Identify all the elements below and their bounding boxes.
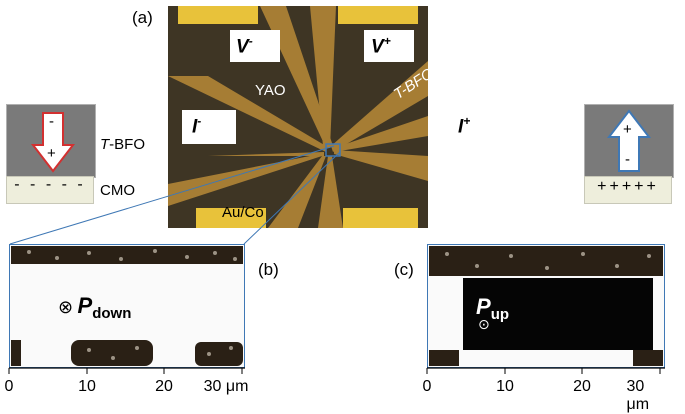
panel-c-tick-10: 10: [496, 378, 514, 395]
panel-c-image: [427, 244, 665, 368]
panel-c-label: (c): [394, 260, 414, 279]
device-micrograph: [168, 6, 428, 228]
gold-pad-bottom-left: [196, 208, 266, 228]
top-contact-region: [11, 246, 243, 264]
up-arrow-icon: [606, 109, 652, 172]
p-up-label: Pup: [476, 294, 510, 323]
bottom-contact-right: [195, 342, 243, 366]
i-minus-label: I-: [192, 114, 202, 138]
right-substrate-charges: +++++: [597, 178, 659, 195]
panel-a-label: (a): [132, 8, 153, 27]
right-arrow-top-sign: +: [623, 121, 632, 138]
panel-c-axis: [426, 367, 665, 374]
v-plus-pad: [364, 30, 414, 62]
panel-b-image: [9, 244, 245, 368]
electrode-leads: [168, 6, 428, 228]
panel-b-tick-0: 0: [4, 378, 14, 395]
right-arrow-bottom-sign: -: [625, 151, 630, 168]
panel-c-tick-30: 30 μm: [626, 378, 650, 413]
left-schematic-substrate: [6, 176, 94, 204]
i-minus-pad: [182, 110, 236, 144]
contact-label: Au/Co: [222, 204, 264, 221]
panel-b-tick-20: 20: [155, 378, 173, 395]
v-minus-pad: [230, 30, 280, 62]
panel-b-axis: [8, 367, 245, 374]
cmo-label: CMO: [100, 182, 135, 199]
panel-c-tick-0: 0: [422, 378, 432, 395]
gold-pad-top-left: [178, 6, 258, 24]
v-plus-label: V+: [371, 34, 391, 58]
i-plus-pad: [446, 104, 504, 144]
right-schematic-substrate: [584, 176, 672, 204]
gold-pad-top-right: [338, 6, 418, 24]
top-contact-region-c: [429, 246, 663, 276]
panel-b-label: (b): [258, 260, 279, 279]
left-substrate-charges: - - - - -: [14, 176, 86, 193]
v-minus-label: V-: [236, 34, 253, 58]
yao-label: YAO: [255, 82, 286, 99]
panel-b-tick-30: 30 μm: [203, 378, 249, 395]
t-bfo-label: T-BFO: [100, 136, 146, 153]
cross-in-circle-icon: ⊗: [58, 297, 74, 317]
panel-c-tick-20: 20: [573, 378, 591, 395]
zoom-lines: [9, 145, 341, 245]
i-plus-label: I+: [458, 114, 471, 138]
dot-in-circle-icon: ⊙: [478, 316, 490, 332]
p-down-label: ⊗ Pdown: [58, 293, 132, 322]
bottom-contact-middle: [71, 340, 153, 366]
left-schematic-film: - +: [6, 104, 96, 178]
switched-domain: [463, 278, 653, 350]
device-region-marker: [325, 143, 341, 157]
down-arrow-icon: [30, 112, 76, 173]
arrow-top-sign: -: [49, 113, 54, 130]
gold-pad-bottom-right: [343, 208, 418, 228]
panel-b-tick-10: 10: [78, 378, 96, 395]
right-schematic-film: + -: [584, 104, 674, 178]
arrow-bottom-sign: +: [47, 145, 56, 162]
